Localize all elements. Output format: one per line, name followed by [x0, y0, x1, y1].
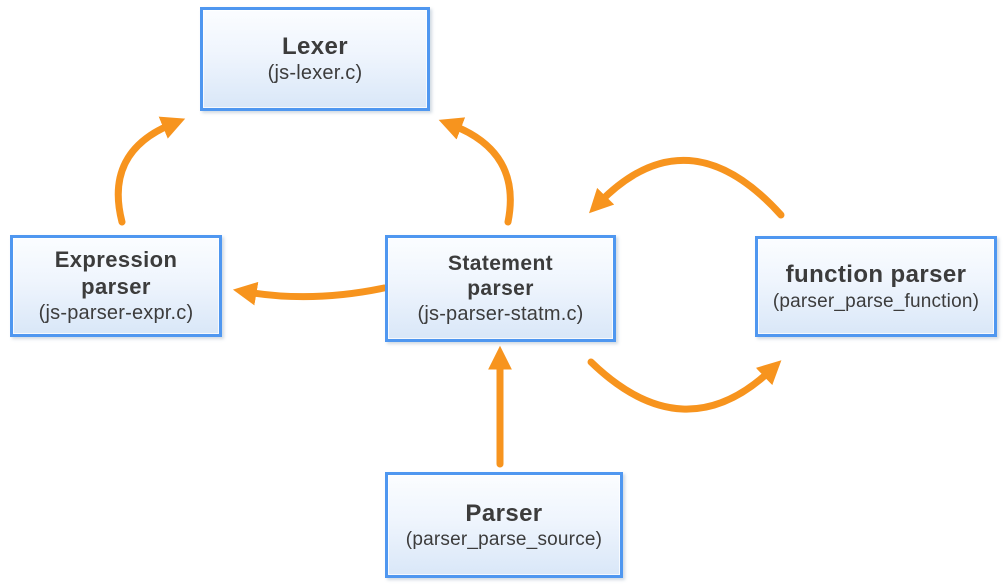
node-lexer: Lexer (js-lexer.c): [200, 7, 430, 111]
node-statement-parser: Statement parser (js-parser-statm.c): [385, 235, 616, 342]
node-function-parser-title: function parser: [785, 261, 967, 289]
node-function-parser: function parser (parser_parse_function): [755, 236, 997, 337]
node-expression-parser-title-line2: parser: [81, 273, 151, 299]
node-lexer-title: Lexer: [281, 33, 349, 61]
node-parser-title: Parser: [465, 499, 543, 527]
node-function-parser-subtitle: (parser_parse_function): [772, 290, 980, 312]
node-expression-parser-title-line1: Expression: [54, 246, 178, 272]
arrow-function-parser-to-statement-parser: [589, 157, 785, 219]
node-lexer-subtitle: (js-lexer.c): [267, 62, 363, 85]
node-expression-parser: Expression parser (js-parser-expr.c): [10, 235, 222, 337]
node-statement-parser-subtitle: (js-parser-statm.c): [417, 302, 584, 325]
node-parser-subtitle: (parser_parse_source): [405, 529, 603, 551]
arrow-expression-parser-to-lexer: [114, 116, 186, 226]
node-expression-parser-subtitle: (js-parser-expr.c): [38, 301, 194, 324]
node-parser: Parser (parser_parse_source): [385, 472, 623, 578]
arrow-statement-parser-to-lexer: [438, 117, 514, 226]
node-statement-parser-title-line1: Statement: [447, 251, 554, 275]
arrow-statement-parser-to-function-parser: [587, 358, 782, 413]
arrow-statement-parser-to-expression-parser: [232, 281, 388, 306]
node-statement-parser-title-line2: parser: [467, 277, 534, 301]
